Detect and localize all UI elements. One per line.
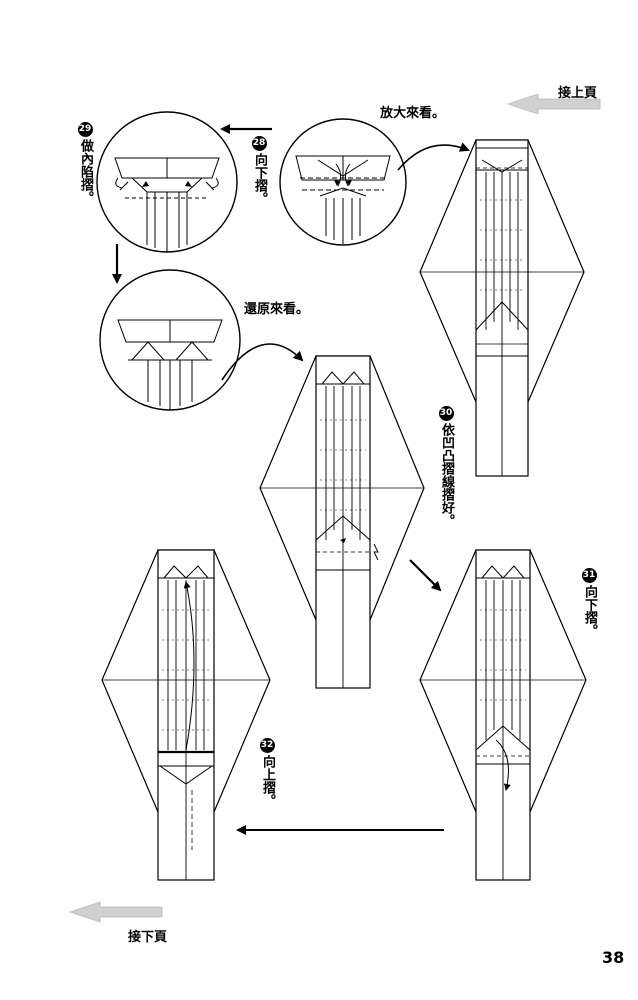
figure-step-28-full xyxy=(419,139,585,477)
step-31-instruction: 31 向下摺。 xyxy=(580,566,598,637)
detail-circle-restore xyxy=(99,269,241,411)
figure-step-31 xyxy=(419,549,587,881)
caption-restore-view: 還原來看。 xyxy=(244,302,310,317)
detail-circle-step-29 xyxy=(96,111,238,253)
figure-step-30 xyxy=(259,355,425,689)
page-number: 38 xyxy=(602,948,625,967)
figure-step-32 xyxy=(101,549,271,881)
step-text: 依凹凸摺線摺好。 xyxy=(439,423,454,527)
step-number-badge: 28 xyxy=(251,136,267,151)
step-text: 向下摺。 xyxy=(252,153,267,205)
step-32-instruction: 32 向上摺。 xyxy=(258,736,276,807)
step-30-instruction: 30 依凹凸摺線摺好。 xyxy=(437,404,455,527)
step-number-badge: 29 xyxy=(77,122,93,137)
step-number-badge: 31 xyxy=(581,568,597,583)
continue-to-arrow[interactable] xyxy=(68,901,163,923)
flow-arrows xyxy=(112,124,470,835)
step-number-badge: 30 xyxy=(438,406,454,421)
step-29-instruction: 29 做內陷摺。 xyxy=(76,120,94,204)
continue-to-label[interactable]: 接下頁 xyxy=(128,930,168,945)
step-28-instruction: 28 向下摺。 xyxy=(250,134,268,205)
step-text: 做內陷摺。 xyxy=(78,139,93,204)
caption-zoom-in: 放大來看。 xyxy=(380,106,446,121)
continue-from-label[interactable]: 接上頁 xyxy=(558,86,598,101)
arrow-restore xyxy=(221,343,304,381)
step-text: 向上摺。 xyxy=(260,755,275,807)
continue-from-arrow[interactable] xyxy=(506,93,601,115)
arrow-zoom-in xyxy=(397,142,470,171)
step-text: 向下摺。 xyxy=(582,585,597,637)
detail-circle-step-28 xyxy=(279,118,407,246)
arrow-30-to-31 xyxy=(409,559,442,592)
step-number-badge: 32 xyxy=(259,738,275,753)
